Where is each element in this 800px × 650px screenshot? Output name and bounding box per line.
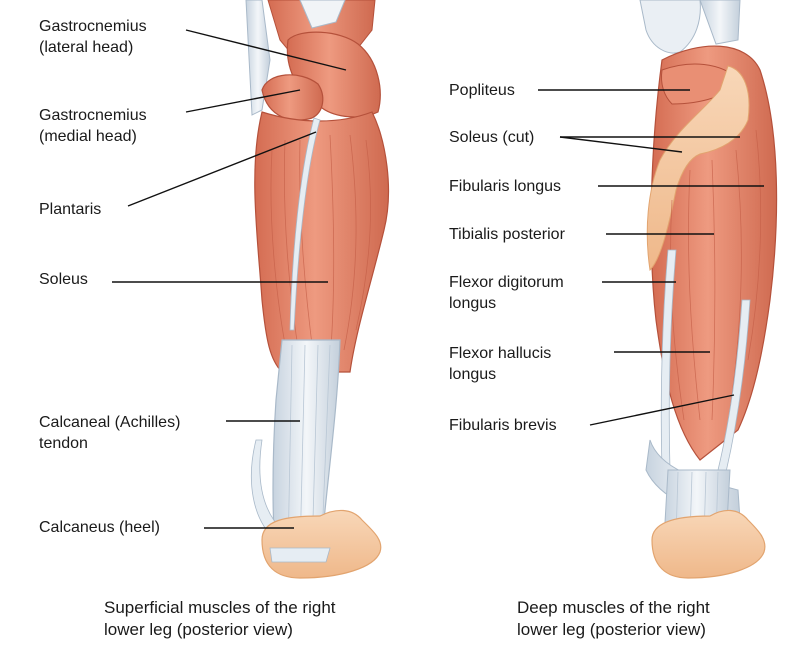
label-fibularis-brevis: Fibularis brevis [449,415,557,436]
calcaneus [261,509,382,579]
caption-line: lower leg (posterior view) [517,620,706,639]
leader-soleus-cut-b [559,136,683,153]
label-line: Gastrocnemius [39,18,147,35]
label-line: Fibularis brevis [449,417,557,434]
label-line: Soleus [39,271,88,288]
leader-gastroc-lateral [185,29,347,71]
label-line: Soleus (cut) [449,129,535,146]
leader-lines [112,29,764,529]
label-line: (lateral head) [39,39,134,56]
leader-gastroc-medial [185,89,301,113]
label-line: Flexor digitorum [449,274,564,291]
label-fibularis-longus: Fibularis longus [449,176,561,197]
caption-line: Deep muscles of the right [517,598,710,617]
left-leg [245,0,390,579]
label-plantaris: Plantaris [39,199,101,220]
leader-plantaris [127,131,317,207]
label-line: Calcaneal (Achilles) [39,414,181,431]
label-flexor-digitorum-longus: Flexor digitorum longus [449,272,564,314]
label-line: Popliteus [449,82,515,99]
label-line: Flexor hallucis [449,345,552,362]
label-gastrocnemius-medial: Gastrocnemius (medial head) [39,105,147,147]
gastrocnemius-medial-head [261,74,324,121]
heel-tendon-insertion [269,547,331,563]
leader-fibularis-brevis [589,394,735,426]
label-gastrocnemius-lateral: Gastrocnemius (lateral head) [39,16,147,58]
plantaris-tendon [289,117,321,331]
label-flexor-hallucis-longus: Flexor hallucis longus [449,343,551,385]
label-tibialis-posterior: Tibialis posterior [449,224,565,245]
thigh-tendon-stub [699,0,741,45]
label-line: Gastrocnemius [39,107,147,124]
label-line: Fibularis longus [449,178,562,195]
caption-line: Superficial muscles of the right [104,598,336,617]
label-soleus: Soleus [39,269,88,290]
caption-line: lower leg (posterior view) [104,620,293,639]
caption-deep: Deep muscles of the right lower leg (pos… [517,597,710,641]
label-line: longus [449,366,497,383]
popliteal-fossa [299,0,346,29]
label-line: (medial head) [39,128,137,145]
calf-muscle-mass [254,111,390,373]
label-line: Calcaneus (heel) [39,519,160,536]
label-achilles-tendon: Calcaneal (Achilles) tendon [39,412,180,454]
label-calcaneus: Calcaneus (heel) [39,517,160,538]
calcaneus-deep [651,509,766,579]
caption-superficial: Superficial muscles of the right lower l… [104,597,336,641]
right-leg [639,0,778,579]
label-line: Tibialis posterior [449,226,565,243]
label-popliteus: Popliteus [449,80,515,101]
knee-structures [639,0,701,54]
label-line: tendon [39,435,88,452]
label-line: longus [449,295,497,312]
label-soleus-cut: Soleus (cut) [449,127,534,148]
label-line: Plantaris [39,201,102,218]
